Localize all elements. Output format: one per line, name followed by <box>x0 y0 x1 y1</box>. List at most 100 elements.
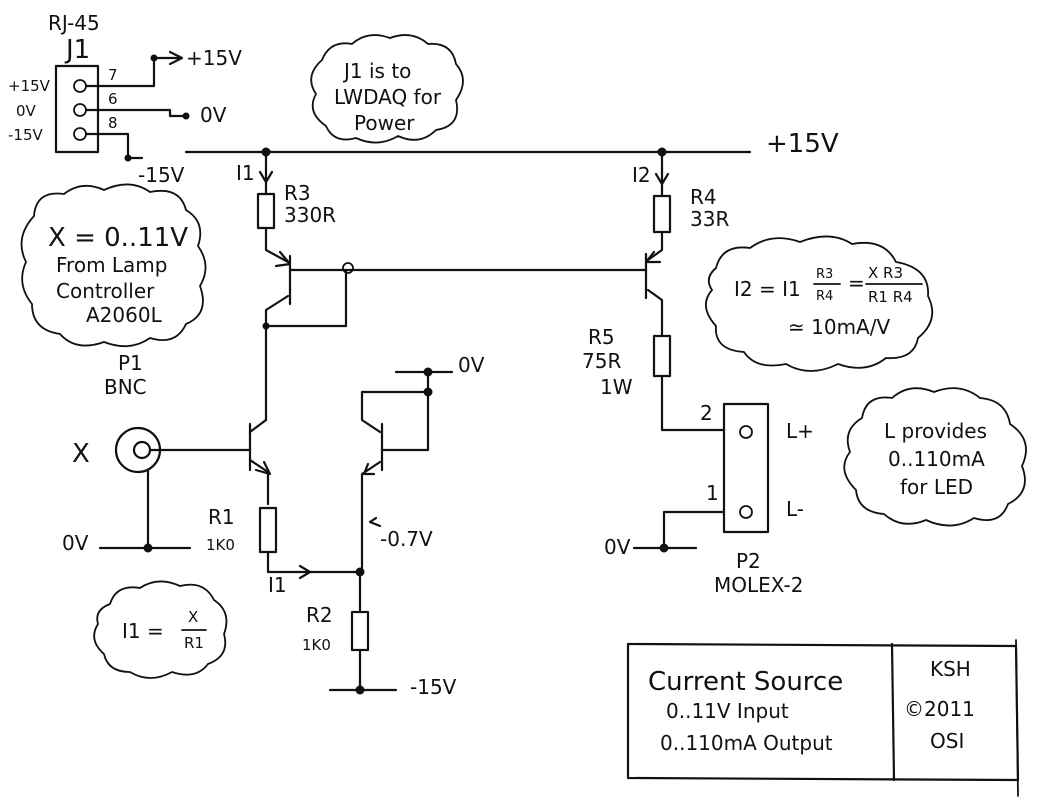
j1-pin8-net: -15V <box>8 126 43 144</box>
p1-ref: P1 <box>118 351 143 375</box>
title-block-year: ©2011 <box>904 697 975 721</box>
j1-type-label: RJ-45 <box>48 11 100 35</box>
j1-pin6-number: 6 <box>108 90 118 108</box>
title-block-author: KSH <box>930 657 971 681</box>
j1-out-minus15: -15V <box>138 163 185 187</box>
i2-arrow <box>654 172 670 186</box>
i1-bottom-label: I1 <box>268 573 287 597</box>
title-block-title: Current Source <box>648 667 843 697</box>
q-ref-emitter-arrow <box>362 462 376 476</box>
p2-pin-1 <box>739 505 753 519</box>
r3-resistor <box>256 192 276 230</box>
i1-top-arrow <box>258 170 274 184</box>
r1-ref: R1 <box>208 505 235 529</box>
note-i2-lhs: I2 = I1 <box>734 277 801 301</box>
note-led-cloud: L provides 0..110mA for LED <box>843 387 1027 527</box>
j1-zero-wire <box>84 108 188 118</box>
r4-value: 33R <box>690 207 729 231</box>
j1-pin7-number: 7 <box>108 66 118 84</box>
note-j1-line2: LWDAQ for <box>334 85 442 109</box>
note-xr3-num: X R3 <box>868 264 903 282</box>
bnc-ground-label: 0V <box>62 531 89 555</box>
p1-type: BNC <box>104 375 147 399</box>
note-i1-num: X <box>188 608 198 626</box>
title-block: Current Source 0..11V Input 0..110mA Out… <box>626 639 1020 797</box>
j1-plus15-arrow <box>168 50 184 66</box>
r1-value: 1K0 <box>206 536 235 554</box>
zero-top-label: 0V <box>458 353 485 377</box>
note-current-cloud: I2 = I1 R3 R4 = X R3 R1 R4 ≃ 10mA/V <box>705 235 934 372</box>
note-j1-line3: Power <box>354 111 415 135</box>
input-x-label: X <box>72 439 90 469</box>
rail-plus15: +15V <box>184 129 839 159</box>
p2-pin2-number: 2 <box>700 401 713 425</box>
title-block-line2: 0..110mA Output <box>660 731 833 755</box>
branch-reference-pnp: 0V -0.7V R2 1K0 -15V <box>302 353 485 699</box>
note-approx-gain: ≃ 10mA/V <box>788 315 890 339</box>
branch-r4: I2 R4 33R R5 75R 1W <box>582 150 729 432</box>
node-voltage-label: -0.7V <box>380 527 433 551</box>
q-ref-emitter <box>360 460 382 572</box>
i2-label: I2 <box>632 163 651 187</box>
r5-rating: 1W <box>600 375 633 399</box>
p2-ref: P2 <box>736 549 761 573</box>
minus15-label: -15V <box>410 675 457 699</box>
j1-pin-6 <box>73 103 87 117</box>
p2-pin-2 <box>739 425 753 439</box>
p2-ground-label: 0V <box>604 535 631 559</box>
j1-pin8-number: 8 <box>108 114 118 132</box>
title-block-divider <box>890 642 896 782</box>
note-led-line1: L provides <box>884 419 987 443</box>
note-r1r4-den: R1 R4 <box>868 288 913 306</box>
note-x-range: X = 0..11V <box>48 223 188 253</box>
note-led-line3: for LED <box>900 475 973 499</box>
j1-pin6-net: 0V <box>16 102 37 120</box>
note-x-input-outline <box>20 183 207 348</box>
title-block-margin <box>1015 639 1019 797</box>
note-current-outline <box>705 235 934 372</box>
j1-ref-label: J1 <box>64 35 90 65</box>
j1-pin-8 <box>73 127 87 141</box>
note-i1-cloud: I1 = X R1 <box>93 580 228 679</box>
connector-j1: RJ-45 J1 +15V 0V -15V 7 6 8 +15V 0V -15V <box>8 11 242 187</box>
p2-ground-node <box>659 543 669 553</box>
r4-ref: R4 <box>690 185 717 209</box>
r1-resistor <box>258 506 278 554</box>
branch-r3: I1 R3 330R <box>236 150 348 332</box>
connector-p1-bnc: X 0V P1 BNC <box>62 351 252 555</box>
q-in-collector <box>248 418 268 434</box>
j1-pin7-net: +15V <box>8 77 51 95</box>
q-right-pnp-emitter <box>646 230 664 262</box>
note-equals: = <box>848 271 865 295</box>
branch-input-npn: R1 1K0 I1 <box>206 324 362 597</box>
j1-out-zero: 0V <box>200 103 227 127</box>
title-block-line1: 0..11V Input <box>666 699 789 723</box>
r5-to-p2-wire <box>660 374 726 432</box>
j1-out-plus15: +15V <box>186 46 242 70</box>
r2-value: 1K0 <box>302 636 331 654</box>
note-r4-den: R4 <box>816 289 833 304</box>
note-j1-cloud: J1 is to LWDAQ for Power <box>310 34 464 144</box>
i1-top-label: I1 <box>236 161 255 185</box>
r5-resistor <box>652 334 672 378</box>
note-i1-outline <box>93 580 228 679</box>
r4-resistor <box>652 194 672 234</box>
j1-plus15-wire <box>84 56 182 88</box>
p2-pin2-name: L+ <box>786 419 814 443</box>
bnc-inner <box>132 440 152 460</box>
r2-ref: R2 <box>306 603 333 627</box>
note-j1-line1: J1 is to <box>342 59 411 83</box>
i1-bottom-arrow <box>298 564 312 580</box>
note-r3-num: R3 <box>816 267 833 282</box>
j1-pin-7 <box>73 79 87 93</box>
q-right-pnp-collector <box>646 288 664 338</box>
p2-pin1-wire <box>662 510 726 550</box>
note-led-line2: 0..110mA <box>888 447 985 471</box>
note-led-outline <box>843 387 1027 527</box>
q-left-pnp-emitter <box>264 226 290 264</box>
note-j1-outline <box>310 34 464 144</box>
note-x-input-cloud: X = 0..11V From Lamp Controller A2060L <box>20 183 207 348</box>
p2-pin1-name: L- <box>786 497 804 521</box>
q-ref-collector <box>360 370 430 434</box>
